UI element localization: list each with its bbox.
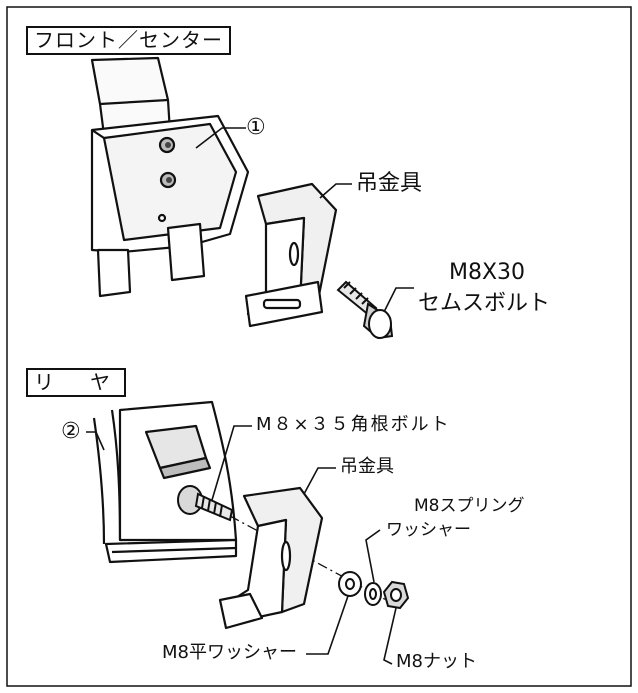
front-leg-illustration bbox=[90, 56, 250, 298]
callout-number-1: ① bbox=[246, 115, 266, 140]
rear-leg-illustration bbox=[92, 400, 238, 564]
label-nut: M8ナット bbox=[396, 651, 477, 672]
leader-hanger-front bbox=[319, 183, 352, 199]
label-hanger-rear: 吊金具 bbox=[340, 456, 394, 477]
label-square-neck-bolt: M８×３５角根ボルト bbox=[256, 414, 451, 435]
callout-leader-1 bbox=[195, 127, 246, 149]
label-spring-washer-1: M8スプリング bbox=[414, 496, 525, 516]
outer-border bbox=[6, 6, 632, 687]
leader-spring-washer bbox=[365, 529, 381, 583]
spring-washer bbox=[364, 582, 382, 606]
section-title-front-center: フロント／センター bbox=[26, 26, 231, 55]
leader-hanger-rear bbox=[303, 467, 336, 495]
leader-bolt-front bbox=[383, 287, 414, 313]
leader-square-bolt bbox=[211, 425, 252, 501]
section-title-rear: リ ヤ bbox=[26, 368, 126, 397]
label-spring-washer-2: ワッシャー bbox=[386, 520, 471, 540]
flat-washer bbox=[338, 571, 362, 597]
label-sems-bolt: セムスボルト bbox=[418, 291, 551, 316]
square-neck-bolt bbox=[177, 485, 234, 522]
hanger-bracket-front bbox=[244, 182, 338, 328]
label-hanger-front: 吊金具 bbox=[356, 171, 423, 196]
leader-nut bbox=[383, 607, 397, 665]
sems-bolt bbox=[336, 280, 394, 340]
leader-flat-washer bbox=[306, 595, 349, 655]
hex-nut bbox=[382, 580, 410, 610]
callout-leader-2 bbox=[86, 431, 105, 451]
callout-number-2: ② bbox=[61, 419, 81, 444]
label-flat-washer: M8平ワッシャー bbox=[162, 642, 297, 663]
hanger-bracket-rear bbox=[218, 486, 324, 630]
label-bolt-size-front: M8X30 bbox=[449, 260, 526, 285]
